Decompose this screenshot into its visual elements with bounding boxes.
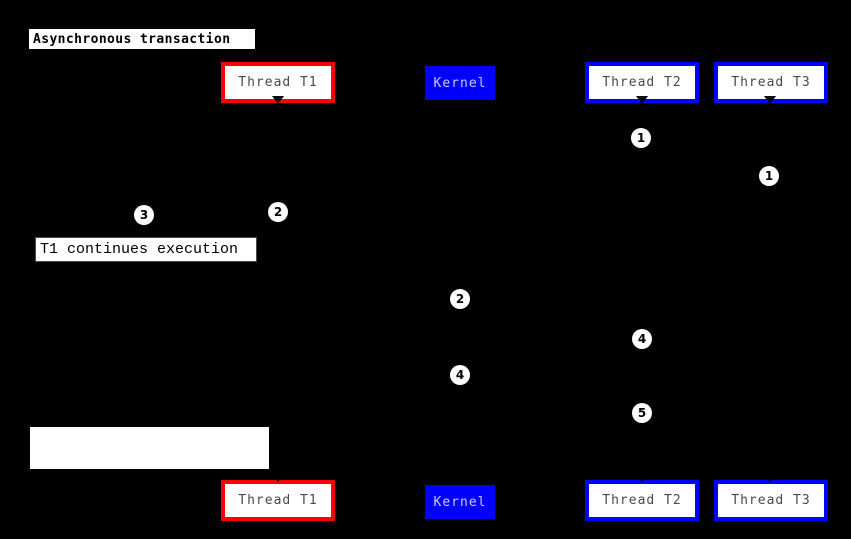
- lifeline-box-kernel-bottom: Kernel: [425, 485, 495, 519]
- lifeline-arrowhead-icon: [636, 96, 648, 104]
- step-marker: 5: [632, 403, 652, 423]
- step-marker: 1: [759, 166, 779, 186]
- thread-t2-label: Thread T2: [602, 493, 682, 508]
- lifeline-box-kernel-top: Kernel: [425, 66, 495, 100]
- lifeline-arrowhead-icon: [764, 96, 776, 104]
- lifeline-arrowhead-icon: [272, 96, 284, 104]
- kernel-label: Kernel: [433, 494, 487, 510]
- lifeline-arrowhead-icon: [636, 474, 648, 482]
- step-marker: 2: [450, 289, 470, 309]
- step-marker: 2: [268, 202, 288, 222]
- lifeline-arrowhead-icon: [272, 474, 284, 482]
- diagram-title: Asynchronous transaction: [28, 28, 256, 50]
- step-marker: 4: [450, 365, 470, 385]
- lifeline-box-thread-t3-bottom: Thread T3: [714, 480, 828, 521]
- step-marker: 3: [134, 205, 154, 225]
- thread-t2-label: Thread T2: [602, 75, 682, 90]
- step-marker: 4: [632, 329, 652, 349]
- step-marker: 1: [631, 128, 651, 148]
- note-t1-continues: T1 continues execution: [35, 237, 257, 262]
- thread-t3-label: Thread T3: [731, 75, 811, 90]
- lifeline-box-thread-t1-bottom: Thread T1: [221, 480, 335, 521]
- thread-t1-label: Thread T1: [238, 75, 318, 90]
- note-blank: [30, 427, 269, 469]
- lifeline-arrowhead-icon: [764, 474, 776, 482]
- lifeline-box-thread-t2-bottom: Thread T2: [585, 480, 699, 521]
- thread-t1-label: Thread T1: [238, 493, 318, 508]
- kernel-label: Kernel: [433, 75, 487, 91]
- thread-t3-label: Thread T3: [731, 493, 811, 508]
